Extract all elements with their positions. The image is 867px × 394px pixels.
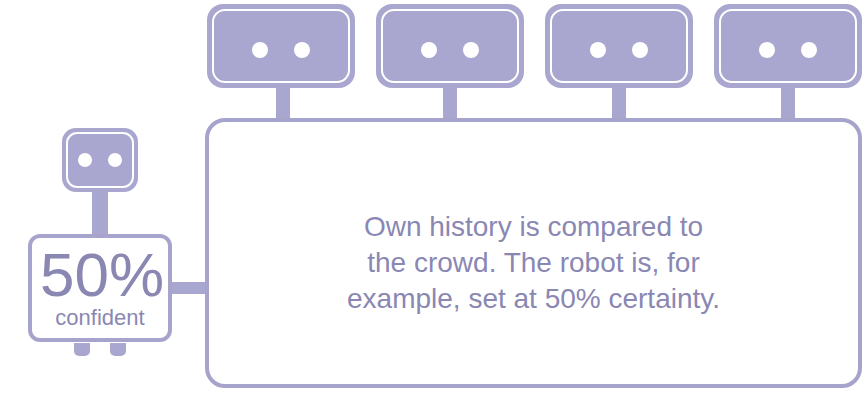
head-bevel [213,10,349,82]
robot-eye [759,42,775,58]
robot-eye [421,42,437,58]
robot-neck [612,86,626,120]
robot-eye [252,42,268,58]
description-text: Own history is compared to the crowd. Th… [344,209,724,316]
robot-neck [443,86,457,120]
robot-eye [108,153,122,167]
head-bevel [67,133,133,187]
robot-head [714,4,862,120]
robot-eye [463,42,479,58]
robot-eye [294,42,310,58]
text-group: Own history is compared to the crowd. Th… [344,209,724,316]
robot-body-box: 50%confident [28,234,172,342]
robot-eye [78,153,92,167]
robot-eye [801,42,817,58]
robot-neck [276,86,290,120]
robot-head [545,4,693,120]
crowd-robot-heads [207,4,862,120]
head-bevel [382,10,518,82]
robot-eye [590,42,606,58]
head-shape [207,4,355,88]
head-bevel [720,10,856,82]
robot-head [376,4,524,120]
text-group: 50%confident [40,244,160,330]
robot-neck [92,188,108,238]
robot-head [207,4,355,120]
head-bevel [551,10,687,82]
head-shape [376,4,524,88]
head-shape [545,4,693,88]
head-shape [62,128,138,192]
head-shape [714,4,862,88]
confidence-label: confident [40,306,160,330]
robot-neck [781,86,795,120]
percent-value: 50% [40,244,160,306]
description-box: Own history is compared to the crowd. Th… [205,118,862,388]
robot-eye [632,42,648,58]
connector [172,282,205,294]
